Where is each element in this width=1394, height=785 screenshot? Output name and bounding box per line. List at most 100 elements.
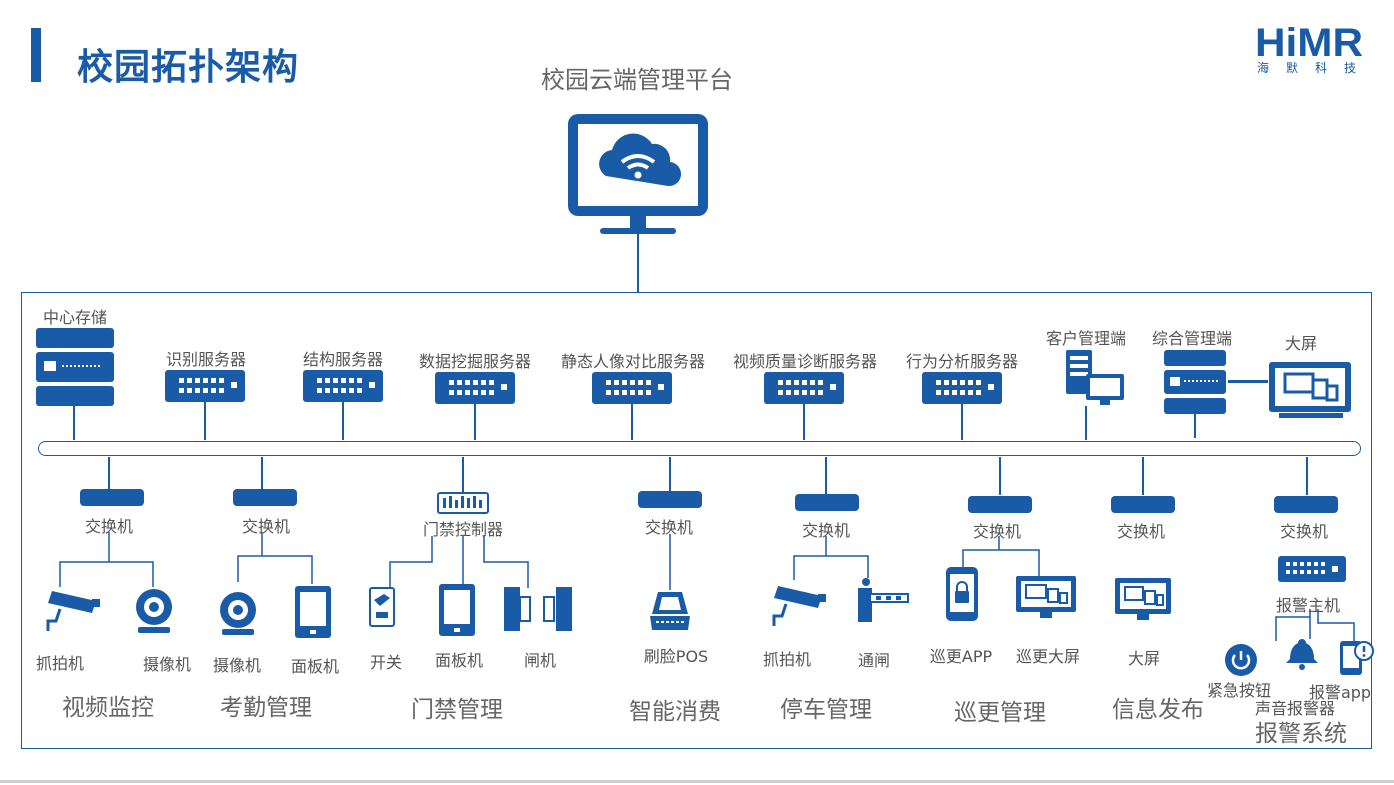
switch-label: 交换机 bbox=[241, 517, 291, 536]
device-label: 面板机 bbox=[434, 651, 484, 670]
storage-icon bbox=[36, 328, 114, 440]
device-label: 闸机 bbox=[523, 651, 557, 670]
server-label-structure: 结构服务器 bbox=[302, 350, 384, 369]
device-label: 摄像机 bbox=[142, 655, 192, 674]
datamining-server-icon bbox=[435, 372, 515, 440]
bus-drop-lines bbox=[108, 457, 1308, 495]
portrait-compare-server-icon bbox=[592, 372, 672, 440]
switch-label: 交换机 bbox=[1279, 522, 1329, 541]
group-title-alarm: 报警系统 bbox=[1255, 721, 1347, 747]
access-devices-links bbox=[389, 536, 529, 588]
barrier-gate-icon bbox=[858, 578, 909, 622]
patrol-screen-icon bbox=[1016, 576, 1076, 618]
group-title-info: 信息发布 bbox=[1112, 697, 1204, 723]
access-controller-icon bbox=[437, 492, 489, 514]
device-label: 声音报警器 bbox=[1254, 699, 1336, 718]
alarm-host-label: 报警主机 bbox=[1275, 596, 1341, 615]
network-frame bbox=[21, 292, 1372, 749]
switch-panel-icon bbox=[369, 587, 395, 627]
switch-icon bbox=[795, 494, 859, 511]
device-label: 紧急按钮 bbox=[1206, 681, 1272, 700]
integrated-terminal-icon bbox=[1164, 350, 1226, 438]
group-title-consumption: 智能消费 bbox=[629, 699, 721, 725]
himr-logo: HiMR 海 默 科 技 bbox=[1255, 22, 1363, 74]
switch-icon bbox=[1111, 496, 1175, 513]
switch-label: 交换机 bbox=[84, 517, 134, 536]
alarm-app-phone-icon bbox=[1340, 641, 1374, 675]
device-label: 巡更大屏 bbox=[1015, 647, 1081, 666]
switch-label: 交换机 bbox=[644, 518, 694, 537]
platform-title: 校园云端管理平台 bbox=[541, 66, 733, 94]
server-label-integrated-terminal: 综合管理端 bbox=[1151, 329, 1233, 348]
behavior-server-icon bbox=[922, 372, 1002, 440]
logo-sub-char: 技 bbox=[1344, 61, 1356, 74]
big-screen-icon bbox=[1269, 362, 1351, 418]
face-pos-icon bbox=[650, 592, 690, 630]
logo-sub-char: 默 bbox=[1286, 60, 1298, 74]
device-label: 报警app bbox=[1308, 683, 1372, 702]
server-label-video-quality: 视频质量诊断服务器 bbox=[732, 352, 878, 371]
turnstile-gate-icon bbox=[504, 587, 572, 631]
group-title-parking: 停车管理 bbox=[780, 697, 872, 723]
server-label-client-terminal: 客户管理端 bbox=[1045, 329, 1127, 348]
bullet-camera-icon bbox=[772, 586, 826, 626]
device-label: 抓拍机 bbox=[762, 650, 812, 669]
video-devices-links bbox=[59, 532, 154, 587]
server-label-datamining: 数据挖掘服务器 bbox=[418, 352, 532, 371]
title-accent-bar bbox=[31, 28, 41, 82]
alarm-host-icon bbox=[1278, 556, 1346, 582]
group-title-access: 门禁管理 bbox=[411, 697, 503, 723]
switch-label: 交换机 bbox=[972, 522, 1022, 541]
network-bus bbox=[38, 441, 1361, 456]
video-quality-server-icon bbox=[764, 372, 844, 440]
dome-camera-icon bbox=[136, 589, 172, 633]
server-label-big-screen: 大屏 bbox=[1284, 334, 1318, 353]
group-title-patrol: 巡更管理 bbox=[954, 700, 1046, 726]
device-label: 大屏 bbox=[1127, 649, 1161, 668]
structure-server-icon bbox=[303, 370, 383, 440]
device-label: 开关 bbox=[369, 653, 403, 672]
pos-link bbox=[669, 534, 671, 590]
info-screen-icon bbox=[1115, 578, 1171, 620]
attendance-devices-links bbox=[237, 532, 313, 584]
switch-icon bbox=[233, 489, 297, 506]
switch-icon bbox=[638, 491, 702, 508]
bullet-camera-icon bbox=[46, 591, 100, 631]
logo-sub-char: 海 bbox=[1257, 60, 1269, 74]
server-label-portrait-compare: 静态人像对比服务器 bbox=[560, 352, 706, 371]
device-label: 摄像机 bbox=[212, 656, 262, 675]
device-label: 面板机 bbox=[290, 657, 340, 676]
server-label-recognition: 识别服务器 bbox=[165, 350, 247, 369]
device-label: 巡更APP bbox=[929, 647, 993, 666]
switch-label: 交换机 bbox=[801, 521, 851, 540]
sound-alarm-icon bbox=[1286, 639, 1318, 670]
device-label: 通闸 bbox=[857, 651, 891, 670]
cloud-monitor-icon bbox=[568, 114, 708, 293]
server-label-storage: 中心存储 bbox=[42, 308, 108, 327]
terminal-to-screen-link bbox=[1228, 380, 1268, 383]
panel-terminal-icon bbox=[295, 586, 331, 638]
switch-label: 交换机 bbox=[1116, 522, 1166, 541]
patrol-app-phone-icon bbox=[946, 567, 978, 621]
logo-main-text: HiMR bbox=[1255, 22, 1363, 65]
switch-icon bbox=[80, 489, 144, 506]
alarm-devices-links bbox=[1275, 609, 1355, 641]
logo-sub-char: 科 bbox=[1315, 61, 1327, 74]
switch-icon bbox=[1274, 496, 1338, 513]
server-label-behavior: 行为分析服务器 bbox=[905, 352, 1019, 371]
parking-devices-links bbox=[793, 536, 869, 580]
patrol-devices-links bbox=[962, 536, 1040, 576]
access-controller-label: 门禁控制器 bbox=[422, 520, 504, 539]
switch-icon bbox=[968, 496, 1032, 513]
device-label: 抓拍机 bbox=[35, 654, 85, 673]
emergency-button-icon bbox=[1225, 644, 1257, 676]
group-title-attendance: 考勤管理 bbox=[220, 695, 312, 721]
panel-terminal-icon bbox=[439, 584, 475, 636]
recognition-server-icon bbox=[165, 370, 245, 440]
device-label: 刷脸POS bbox=[643, 647, 709, 666]
group-title-video: 视频监控 bbox=[62, 695, 154, 721]
client-terminal-icon bbox=[1066, 350, 1124, 440]
dome-camera-icon bbox=[220, 592, 256, 635]
page-title: 校园拓扑架构 bbox=[77, 47, 300, 88]
bottom-divider bbox=[0, 780, 1394, 783]
